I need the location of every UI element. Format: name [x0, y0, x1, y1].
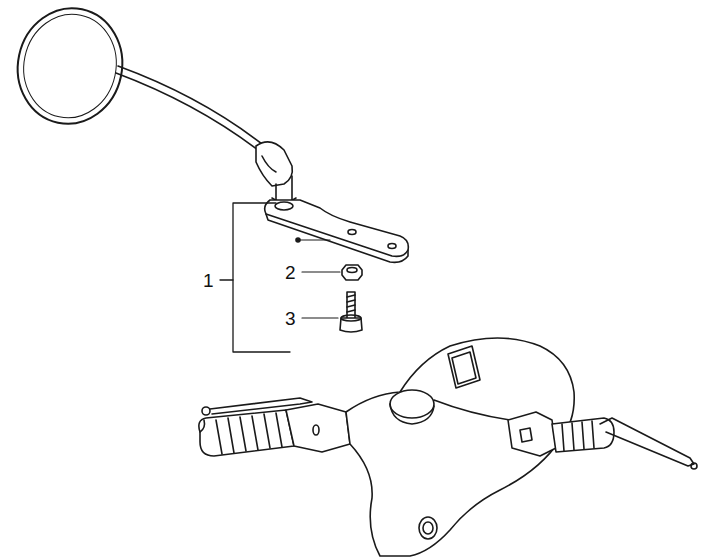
leader-line — [220, 279, 233, 280]
group-bracket — [233, 203, 290, 352]
bolt — [340, 292, 362, 332]
callout-number: 1 — [201, 271, 216, 290]
bracket-plate — [265, 200, 409, 262]
handlebar — [199, 338, 697, 556]
nut — [342, 265, 362, 280]
callout-number: 3 — [283, 309, 298, 328]
callout-number: 2 — [283, 263, 298, 282]
mirror-stem — [116, 66, 296, 202]
leader-line — [302, 317, 338, 318]
mirror-head — [7, 0, 133, 134]
leader-line — [300, 239, 330, 240]
leader-line — [302, 271, 340, 272]
